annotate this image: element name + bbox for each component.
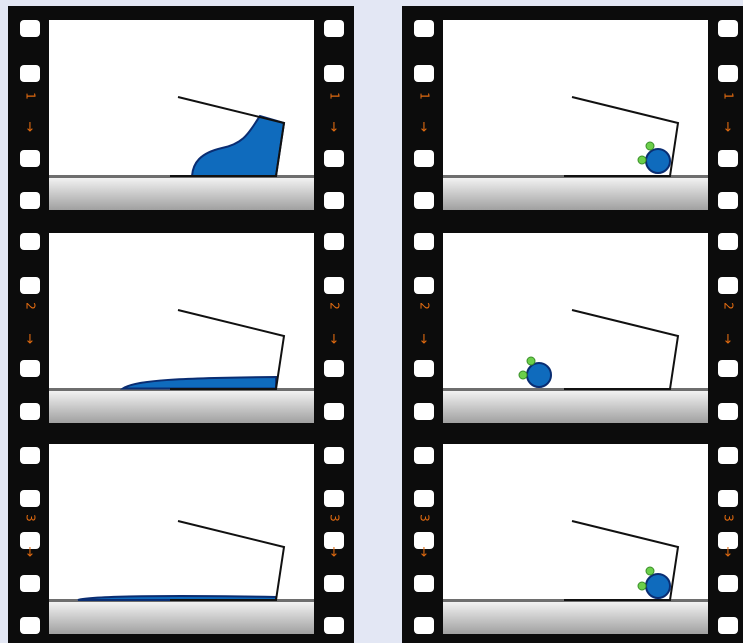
down-arrow-icon: ↓ bbox=[723, 546, 734, 561]
film-perforation bbox=[718, 403, 738, 420]
film-strip-fluid: 1 ↓ 2 ↓ 3 ↓ 1 ↓ 2 ↓ 3 ↓ bbox=[8, 6, 354, 643]
film-perforation bbox=[718, 575, 738, 592]
film-perforation bbox=[718, 20, 738, 37]
film-perforation bbox=[20, 150, 40, 167]
film-perforation bbox=[718, 65, 738, 82]
frame-particle-2 bbox=[443, 233, 708, 423]
film-perforation bbox=[324, 617, 344, 634]
frame-number: 3 bbox=[328, 514, 342, 522]
frame-number: 3 bbox=[722, 514, 736, 522]
film-strip-particle: 1 ↓ 2 ↓ 3 ↓ 1 ↓ 2 ↓ 3 ↓ bbox=[402, 6, 743, 643]
film-perforation bbox=[718, 233, 738, 250]
molecule-core bbox=[646, 574, 670, 598]
film-perforation bbox=[414, 65, 434, 82]
frame-number: 3 bbox=[418, 514, 432, 522]
film-perforation bbox=[20, 20, 40, 37]
film-perforation bbox=[20, 277, 40, 294]
floor bbox=[443, 176, 708, 210]
film-perforation bbox=[324, 360, 344, 377]
film-perforation bbox=[414, 617, 434, 634]
molecule-atom bbox=[646, 142, 654, 150]
film-perforation bbox=[20, 617, 40, 634]
film-perforation bbox=[718, 192, 738, 209]
film-perforation bbox=[718, 360, 738, 377]
frame-number: 1 bbox=[722, 92, 736, 100]
molecule-atom bbox=[646, 567, 654, 575]
film-perforation bbox=[414, 490, 434, 507]
frame-number: 1 bbox=[328, 92, 342, 100]
film-perforation bbox=[414, 192, 434, 209]
film-perforation bbox=[324, 447, 344, 464]
frame-particle-3 bbox=[443, 444, 708, 634]
film-perforation bbox=[324, 277, 344, 294]
film-perforation bbox=[324, 233, 344, 250]
down-arrow-icon: ↓ bbox=[329, 546, 340, 561]
molecule-core bbox=[527, 363, 551, 387]
film-perforation bbox=[414, 575, 434, 592]
film-perforation bbox=[414, 150, 434, 167]
frame-number: 2 bbox=[418, 302, 432, 310]
film-perforation bbox=[718, 277, 738, 294]
film-perforation bbox=[414, 277, 434, 294]
floor bbox=[49, 389, 314, 423]
film-perforation bbox=[20, 65, 40, 82]
frame-fluid-2 bbox=[49, 233, 314, 423]
film-perforation bbox=[718, 150, 738, 167]
frame-fluid-3 bbox=[49, 444, 314, 634]
film-perforation bbox=[718, 617, 738, 634]
frame-number: 1 bbox=[24, 92, 38, 100]
molecule-atom bbox=[638, 156, 646, 164]
film-perforation bbox=[414, 447, 434, 464]
down-arrow-icon: ↓ bbox=[25, 121, 36, 136]
floor bbox=[49, 176, 314, 210]
frame-particle-1 bbox=[443, 20, 708, 210]
molecule-atom bbox=[638, 582, 646, 590]
film-perforation bbox=[20, 192, 40, 209]
film-perforation bbox=[414, 403, 434, 420]
film-perforation bbox=[20, 360, 40, 377]
down-arrow-icon: ↓ bbox=[329, 121, 340, 136]
down-arrow-icon: ↓ bbox=[419, 546, 430, 561]
film-perforation bbox=[414, 360, 434, 377]
film-perforation bbox=[324, 575, 344, 592]
floor bbox=[443, 600, 708, 634]
molecule-atom bbox=[527, 357, 535, 365]
film-perforation bbox=[20, 575, 40, 592]
molecule-core bbox=[646, 149, 670, 173]
film-perforation bbox=[324, 192, 344, 209]
film-perforation bbox=[20, 490, 40, 507]
film-perforation bbox=[20, 403, 40, 420]
frame-number: 2 bbox=[328, 302, 342, 310]
film-perforation bbox=[324, 150, 344, 167]
down-arrow-icon: ↓ bbox=[329, 333, 340, 348]
down-arrow-icon: ↓ bbox=[419, 333, 430, 348]
film-perforation bbox=[718, 490, 738, 507]
floor bbox=[443, 389, 708, 423]
down-arrow-icon: ↓ bbox=[25, 333, 36, 348]
down-arrow-icon: ↓ bbox=[723, 121, 734, 136]
frame-number: 1 bbox=[418, 92, 432, 100]
floor bbox=[49, 600, 314, 634]
film-perforation bbox=[20, 447, 40, 464]
film-perforation bbox=[324, 403, 344, 420]
down-arrow-icon: ↓ bbox=[419, 121, 430, 136]
down-arrow-icon: ↓ bbox=[723, 333, 734, 348]
film-perforation bbox=[414, 233, 434, 250]
frame-number: 2 bbox=[722, 302, 736, 310]
film-perforation bbox=[20, 233, 40, 250]
down-arrow-icon: ↓ bbox=[25, 546, 36, 561]
film-perforation bbox=[324, 490, 344, 507]
frame-fluid-1 bbox=[49, 20, 314, 210]
film-perforation bbox=[718, 447, 738, 464]
frame-number: 3 bbox=[24, 514, 38, 522]
film-perforation bbox=[324, 65, 344, 82]
film-perforation bbox=[414, 20, 434, 37]
film-perforation bbox=[324, 20, 344, 37]
molecule-atom bbox=[519, 371, 527, 379]
frame-number: 2 bbox=[24, 302, 38, 310]
